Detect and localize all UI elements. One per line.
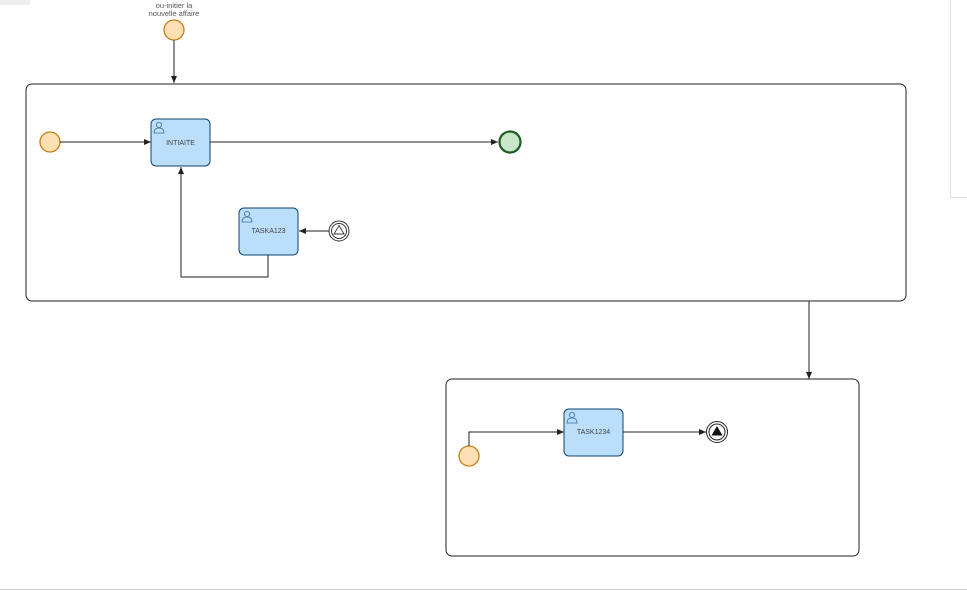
triangle-icon [333,224,345,235]
task-label: TASK1234 [577,429,610,436]
task-taska123[interactable]: TASKA123 [238,207,299,256]
task-label: TASKA123 [251,228,285,235]
flow[interactable] [178,167,269,278]
start-event-1[interactable] [39,131,61,153]
task-label: INTIAITE [166,140,195,147]
end-event-1[interactable] [498,130,522,154]
canvas-border [0,589,967,590]
triangle-filled-icon [711,426,723,436]
subprocess-1[interactable] [25,83,907,302]
start-event-2[interactable] [458,445,480,467]
subprocess-2[interactable] [445,378,860,557]
flow[interactable] [468,429,564,446]
signal-end-event[interactable] [706,421,728,443]
properties-panel [950,0,967,198]
toolbar-remnant [0,0,30,5]
top-start-event[interactable] [163,19,185,41]
task-intiaite[interactable]: INTIAITE [150,118,211,167]
task-task1234[interactable]: TASK1234 [563,408,624,457]
signal-event[interactable] [328,220,350,242]
top-event-label-1: ou-initier la [156,1,194,10]
top-event-label-2: nouvelle affaire [149,9,200,18]
